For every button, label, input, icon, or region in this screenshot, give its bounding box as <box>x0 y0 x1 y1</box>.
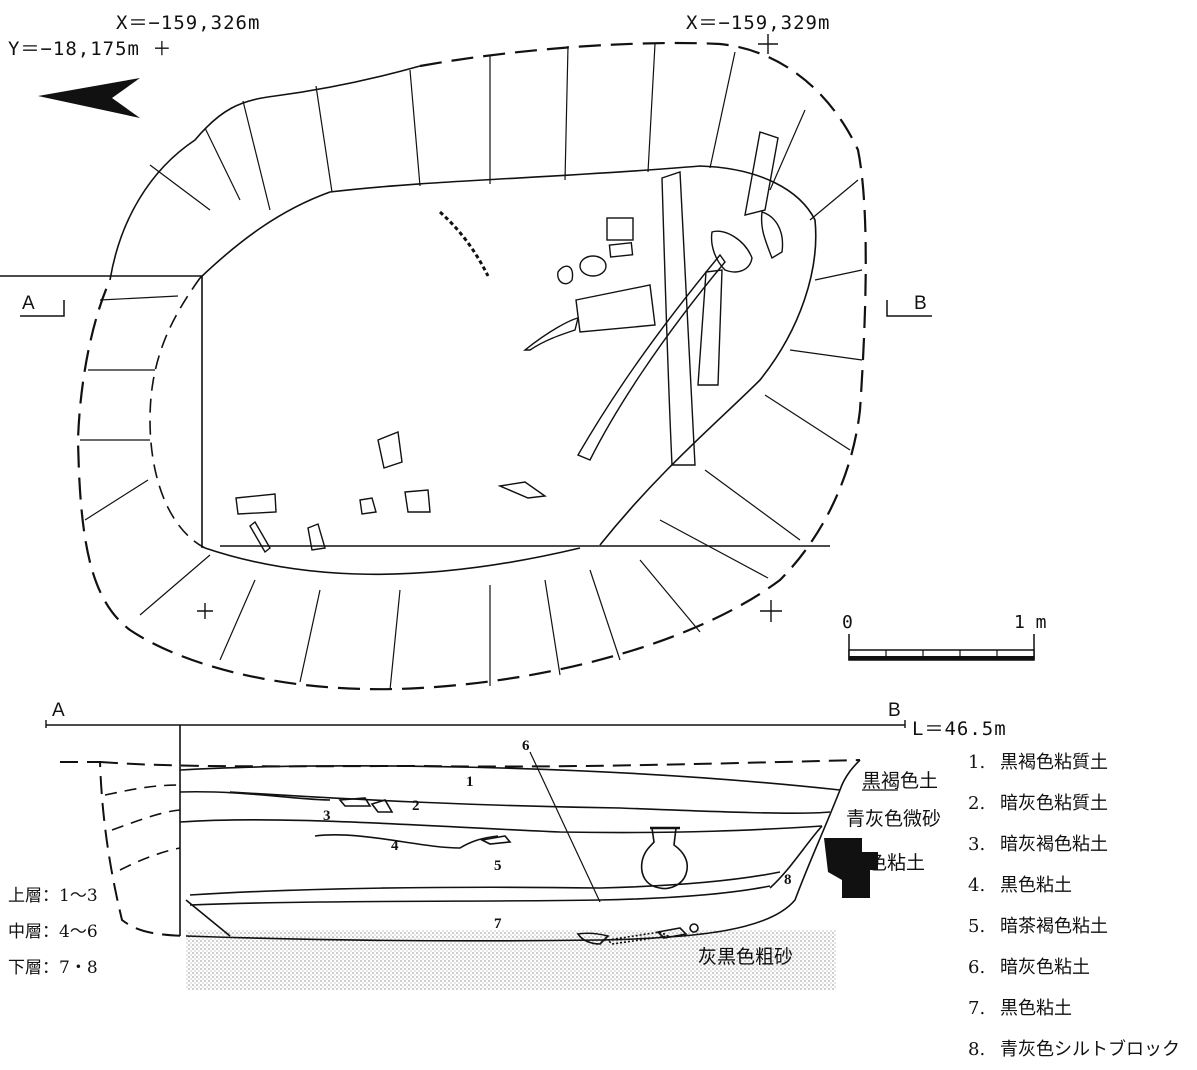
section-b-label: B <box>888 700 901 721</box>
legend-item: 1.黒褐色粘質土 <box>968 752 1108 773</box>
pit-outer-edge <box>76 41 867 691</box>
coord-x-left: X＝−159,326m <box>116 12 261 34</box>
layer-number: 2 <box>412 798 420 814</box>
legend-item: 7.黒色粘土 <box>968 998 1072 1019</box>
plan-section-a: A <box>22 293 35 314</box>
artifacts <box>235 131 784 554</box>
level-label: L＝46.5m <box>912 718 1007 740</box>
layer-legend: 1.黒褐色粘質土 2.暗灰色粘質土 3.暗灰褐色粘土 4.黒色粘土 5.暗茶褐色… <box>968 742 1180 1070</box>
legend-item: 5.暗茶褐色粘土 <box>968 916 1108 937</box>
strata-groups: 上層：1〜3 中層：4〜6 下層：7・8 <box>8 878 98 986</box>
north-arrow-icon <box>38 78 140 118</box>
layer-number: 4 <box>391 838 399 854</box>
strata-middle: 中層：4〜6 <box>8 922 98 942</box>
grid-cross-marks <box>197 34 782 622</box>
legend-item: 3.暗灰褐色粘土 <box>968 834 1108 855</box>
legend-item: 4.黒色粘土 <box>968 875 1072 896</box>
section-view <box>45 720 906 990</box>
layer-number: 5 <box>494 858 502 874</box>
soil-label-kokkasshokudo: 黒褐色土 <box>862 770 939 792</box>
coord-y-left: Y＝−18,175m ＋ <box>8 38 173 60</box>
soil-label-kaikokushoku-nendo: 灰黒色粘土 <box>830 852 926 874</box>
scale-zero-label: 0 <box>842 612 853 633</box>
coord-x-right: X＝−159,329m <box>686 12 831 34</box>
legend-item: 2.暗灰色粘質土 <box>968 793 1108 814</box>
plan-section-b: B <box>914 293 927 314</box>
excavation-drawing <box>0 34 1035 990</box>
soil-label-seikaishoku-bisa: 青灰色微砂 <box>846 808 942 830</box>
layer-number: 7 <box>494 916 502 932</box>
plan-view <box>0 34 932 691</box>
soil-label-kaikokushoku-sosa: 灰黒色粗砂 <box>698 946 794 968</box>
layer-number: 6 <box>522 738 530 754</box>
strata-lower: 下層：7・8 <box>8 958 98 978</box>
layer-number: 3 <box>323 808 331 824</box>
section-a-label: A <box>52 700 65 721</box>
scale-end-label: 1 m <box>1014 612 1047 633</box>
pit-floor-edge <box>199 165 817 546</box>
black-clay-block <box>824 838 878 898</box>
pit-upper-edge <box>109 65 421 281</box>
scale-bar <box>848 634 1035 661</box>
legend-item: 6.暗灰色粘土 <box>968 957 1090 978</box>
layer-number: 1 <box>466 774 474 790</box>
jar <box>640 827 689 890</box>
legend-item: 8.青灰色シルトブロック <box>968 1039 1180 1060</box>
strata-upper: 上層：1〜3 <box>8 886 98 906</box>
slope-hachures <box>80 43 863 691</box>
layer-number: 8 <box>784 872 792 888</box>
